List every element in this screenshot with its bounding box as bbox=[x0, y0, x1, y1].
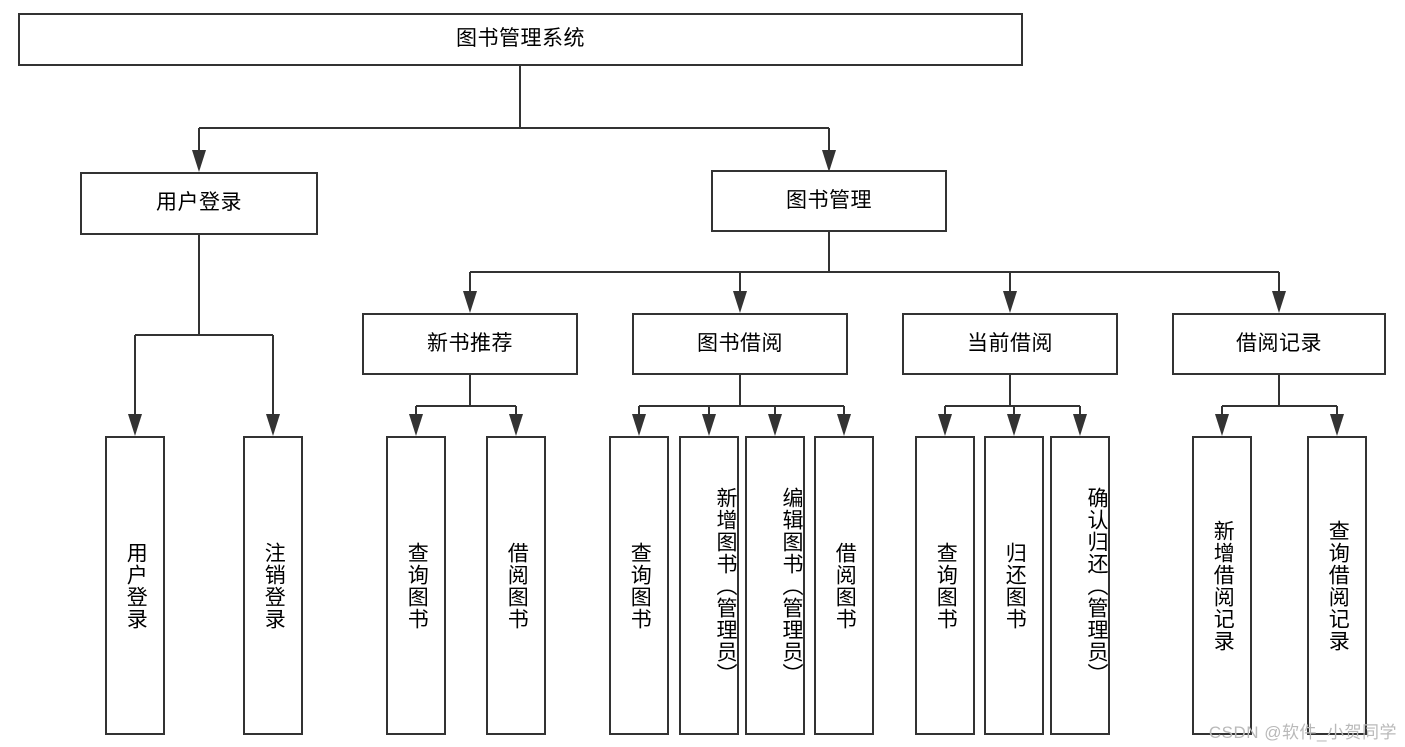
nbr-to-leaves-arrowhead-0 bbox=[409, 414, 423, 436]
node-label-user-login: 用户登录 bbox=[156, 191, 242, 215]
node-label-bb-query-book: 查询图书 bbox=[628, 541, 652, 630]
bb-to-leaves-arrowhead-3 bbox=[837, 414, 851, 436]
br-to-leaves-arrowhead-1 bbox=[1330, 414, 1344, 436]
node-label-cb-confirm-return: 确认归还（管理员） bbox=[1085, 486, 1108, 685]
node-label-br-query-record: 查询借阅记录 bbox=[1326, 519, 1350, 652]
node-bb-edit-book[interactable]: 编辑图书（管理员） bbox=[745, 436, 805, 735]
cb-to-leaves-arrowhead-0 bbox=[938, 414, 952, 436]
node-cb-return-book[interactable]: 归还图书 bbox=[984, 436, 1044, 735]
root-to-level2-arrowhead-0 bbox=[192, 150, 206, 172]
node-label-bb-borrow-book: 借阅图书 bbox=[833, 541, 857, 630]
node-current-borrow[interactable]: 当前借阅 bbox=[902, 313, 1118, 375]
node-user-login-do[interactable]: 用户登录 bbox=[105, 436, 165, 735]
br-to-leaves-arrowhead-0 bbox=[1215, 414, 1229, 436]
node-label-nbr-borrow-book: 借阅图书 bbox=[505, 541, 529, 630]
node-br-query-record[interactable]: 查询借阅记录 bbox=[1307, 436, 1367, 735]
userlogin-to-leaves-arrowhead-0 bbox=[128, 414, 142, 436]
bookmanage-to-level3-arrowhead-2 bbox=[1003, 291, 1017, 313]
node-label-bb-add-book: 新增图书（管理员） bbox=[714, 486, 737, 685]
node-label-book-manage: 图书管理 bbox=[786, 188, 872, 212]
node-bb-borrow-book[interactable]: 借阅图书 bbox=[814, 436, 874, 735]
node-label-root: 图书管理系统 bbox=[456, 27, 585, 51]
node-label-current-borrow: 当前借阅 bbox=[967, 331, 1053, 355]
node-new-book-recommend[interactable]: 新书推荐 bbox=[362, 313, 578, 375]
node-label-book-borrow: 图书借阅 bbox=[697, 331, 783, 355]
nbr-to-leaves-arrowhead-1 bbox=[509, 414, 523, 436]
node-label-nbr-query-book: 查询图书 bbox=[405, 541, 429, 630]
bb-to-leaves-arrowhead-1 bbox=[702, 414, 716, 436]
node-bb-query-book[interactable]: 查询图书 bbox=[609, 436, 669, 735]
node-label-user-logout: 注销登录 bbox=[262, 541, 286, 630]
bb-to-leaves-arrowhead-0 bbox=[632, 414, 646, 436]
node-book-borrow[interactable]: 图书借阅 bbox=[632, 313, 848, 375]
node-book-manage[interactable]: 图书管理 bbox=[711, 170, 947, 232]
node-label-br-add-record: 新增借阅记录 bbox=[1211, 519, 1235, 652]
node-label-user-login-do: 用户登录 bbox=[124, 541, 148, 630]
node-label-bb-edit-book: 编辑图书（管理员） bbox=[780, 486, 803, 685]
node-cb-query-book[interactable]: 查询图书 bbox=[915, 436, 975, 735]
userlogin-to-leaves-arrowhead-1 bbox=[266, 414, 280, 436]
node-bb-add-book[interactable]: 新增图书（管理员） bbox=[679, 436, 739, 735]
node-user-logout[interactable]: 注销登录 bbox=[243, 436, 303, 735]
node-label-new-book-recommend: 新书推荐 bbox=[427, 331, 513, 355]
node-cb-confirm-return[interactable]: 确认归还（管理员） bbox=[1050, 436, 1110, 735]
bookmanage-to-level3-arrowhead-1 bbox=[733, 291, 747, 313]
bookmanage-to-level3-arrowhead-0 bbox=[463, 291, 477, 313]
node-label-cb-return-book: 归还图书 bbox=[1003, 541, 1027, 630]
node-nbr-borrow-book[interactable]: 借阅图书 bbox=[486, 436, 546, 735]
bb-to-leaves-arrowhead-2 bbox=[768, 414, 782, 436]
cb-to-leaves-arrowhead-1 bbox=[1007, 414, 1021, 436]
root-to-level2-arrowhead-1 bbox=[822, 150, 836, 172]
node-borrow-record[interactable]: 借阅记录 bbox=[1172, 313, 1386, 375]
node-br-add-record[interactable]: 新增借阅记录 bbox=[1192, 436, 1252, 735]
node-label-cb-query-book: 查询图书 bbox=[934, 541, 958, 630]
node-root[interactable]: 图书管理系统 bbox=[18, 13, 1023, 66]
node-label-borrow-record: 借阅记录 bbox=[1236, 331, 1322, 355]
bookmanage-to-level3-arrowhead-3 bbox=[1272, 291, 1286, 313]
node-nbr-query-book[interactable]: 查询图书 bbox=[386, 436, 446, 735]
cb-to-leaves-arrowhead-2 bbox=[1073, 414, 1087, 436]
node-user-login[interactable]: 用户登录 bbox=[80, 172, 318, 235]
